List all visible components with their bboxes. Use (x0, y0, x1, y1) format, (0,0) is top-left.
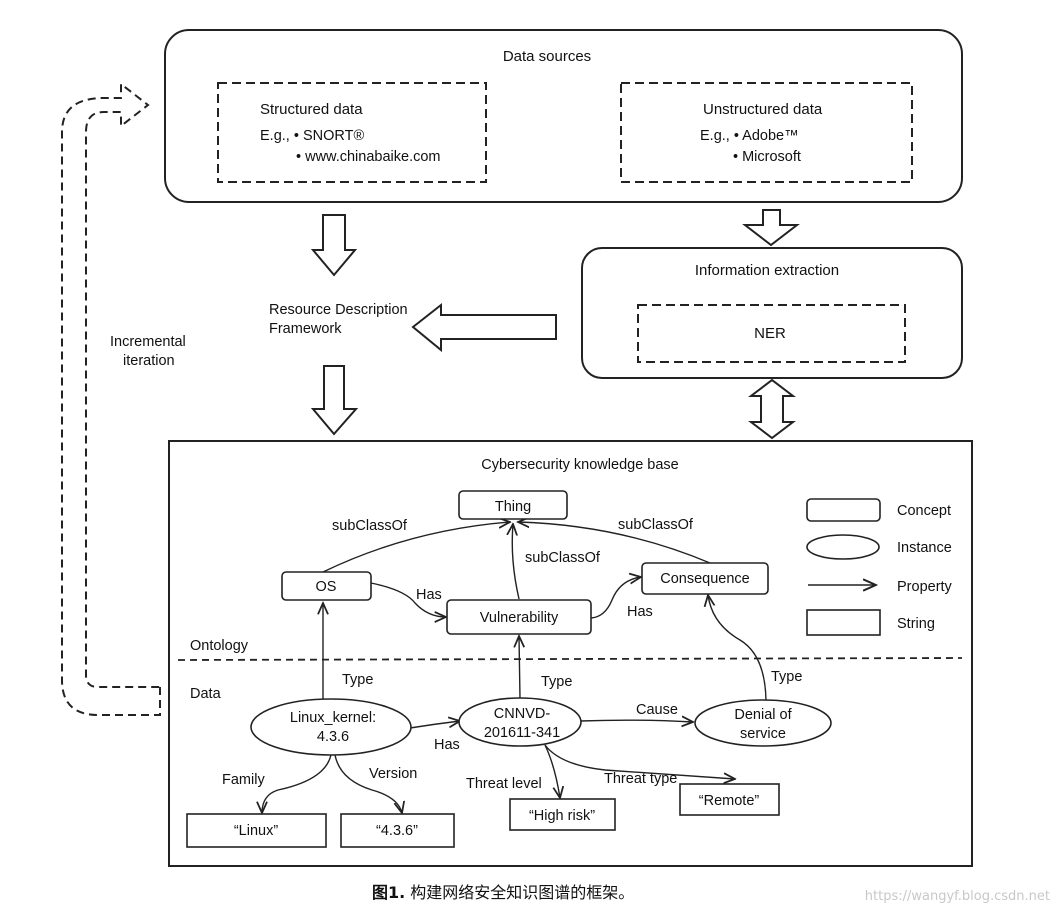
figure-caption-text: 构建网络安全知识图谱的框架。 (405, 883, 634, 902)
node-os (281, 571, 372, 601)
node-linux-kernel-line1: Linux_kernel: (290, 710, 376, 726)
data-label: Data (190, 686, 222, 702)
unstructured-data-title: Unstructured data (703, 101, 823, 118)
knowledge-base-panel: Cybersecurity knowledge base Ontology Da… (168, 440, 973, 867)
label-type-cnnvd: Type (541, 674, 572, 690)
node-cnnvd-line1: CNNVD- (494, 706, 551, 722)
knowledge-base-box (168, 440, 973, 867)
node-consequence (641, 562, 769, 595)
data-sources-panel: Data sources Structured data E.g., • SNO… (164, 29, 963, 203)
incremental-iteration-loop: Incremental iteration (61, 81, 186, 716)
edge-cnnvd-dos (579, 720, 693, 722)
down-arrow-structured-icon (310, 214, 358, 277)
edge-dos-cons (708, 595, 767, 701)
node-string-high-risk (509, 798, 616, 831)
legend-concept-swatch (806, 498, 881, 522)
information-extraction-title: Information extraction (695, 262, 839, 279)
node-vulnerability (446, 599, 592, 635)
node-string-remote (679, 783, 780, 816)
node-os-label: OS (316, 579, 337, 595)
rdf-label-line1: Resource Description (269, 302, 408, 318)
structured-data-title: Structured data (260, 101, 363, 118)
ner-label: NER (754, 325, 786, 342)
node-thing-label: Thing (495, 499, 531, 515)
data-sources-title: Data sources (503, 48, 591, 65)
edge-cons-thing (518, 522, 711, 564)
node-cnnvd (458, 697, 582, 747)
edge-cnnvd-threat-level (544, 744, 560, 798)
node-consequence-label: Consequence (660, 571, 750, 587)
label-threat-type: Threat type (604, 771, 677, 787)
legend: Concept Instance Property String (806, 498, 953, 636)
knowledge-base-title: Cybersecurity knowledge base (481, 457, 678, 473)
edge-vuln-thing (512, 524, 520, 600)
label-subclass-vuln: subClassOf (525, 550, 601, 566)
unstructured-data-eg: E.g., • Adobe™ (700, 128, 799, 144)
unstructured-data-item2: • Microsoft (733, 149, 801, 165)
structured-data-item2: • www.chinabaike.com (296, 149, 441, 165)
information-extraction-box (581, 247, 963, 379)
node-string-version (340, 813, 455, 848)
label-has-linux-cnnvd: Has (434, 737, 460, 753)
node-linux-kernel-line2: 4.3.6 (317, 729, 349, 745)
node-string-remote-label: “Remote” (699, 793, 760, 809)
label-type-linux: Type (342, 672, 373, 688)
label-type-dos: Type (771, 669, 802, 685)
label-version: Version (369, 766, 417, 782)
label-threat-level: Threat level (466, 776, 542, 792)
label-has-vuln-cons: Has (627, 604, 653, 620)
legend-string-label: String (897, 616, 935, 632)
unstructured-data-box (620, 82, 913, 183)
node-dos-line1: Denial of (734, 707, 792, 723)
bidirectional-arrow-icon (748, 378, 796, 440)
label-subclass-cons: subClassOf (618, 517, 694, 533)
node-dos-line2: service (740, 726, 786, 742)
ner-box (637, 304, 906, 363)
node-string-linux-label: “Linux” (234, 823, 278, 839)
figure-caption: 图1. 构建网络安全知识图谱的框架。 (372, 883, 634, 902)
legend-instance-swatch (806, 534, 880, 560)
down-arrow-unstructured-icon (742, 209, 800, 247)
node-string-high-risk-label: “High risk” (529, 808, 595, 824)
node-string-version-label: “4.3.6” (376, 823, 418, 839)
ontology-label: Ontology (190, 638, 249, 654)
information-extraction-panel: Information extraction NER (581, 247, 963, 379)
label-has-os-vuln: Has (416, 587, 442, 603)
data-sources-box (164, 29, 963, 203)
edge-linux-family (262, 754, 332, 813)
label-cause: Cause (636, 702, 678, 718)
edge-cnnvd-vuln (519, 636, 520, 700)
legend-instance-label: Instance (897, 540, 952, 556)
edge-os-vuln (370, 582, 446, 617)
incremental-loop-arrow-icon (61, 81, 161, 716)
node-cnnvd-line2: 201611-341 (484, 725, 560, 741)
rdf-label-line2: Framework (269, 321, 342, 337)
down-arrow-rdf-icon (310, 365, 359, 436)
label-family: Family (222, 772, 265, 788)
label-subclass-os: subClassOf (332, 518, 408, 534)
legend-property-label: Property (897, 579, 953, 595)
legend-string-swatch (806, 609, 881, 636)
watermark-text: https://wangyf.blog.csdn.net (865, 889, 1050, 904)
legend-concept-label: Concept (897, 503, 951, 519)
ontology-data-divider (177, 657, 963, 661)
edge-vuln-cons (590, 577, 641, 619)
node-string-linux (186, 813, 327, 848)
structured-data-box (217, 82, 487, 183)
left-arrow-to-rdf-icon (411, 302, 557, 353)
figure-caption-number: 图1. (372, 883, 405, 902)
edge-cnnvd-threat-type (544, 744, 735, 779)
node-thing (458, 490, 568, 520)
node-vulnerability-label: Vulnerability (480, 610, 559, 626)
structured-data-eg: E.g., • SNORT® (260, 128, 364, 144)
incremental-label-line2: iteration (123, 353, 175, 369)
edge-linux-cnnvd (409, 721, 460, 729)
incremental-label-line1: Incremental (110, 334, 186, 350)
node-linux-kernel (250, 698, 412, 756)
node-denial-of-service (694, 699, 832, 747)
edge-linux-version (334, 754, 402, 813)
edge-os-thing (322, 522, 510, 573)
